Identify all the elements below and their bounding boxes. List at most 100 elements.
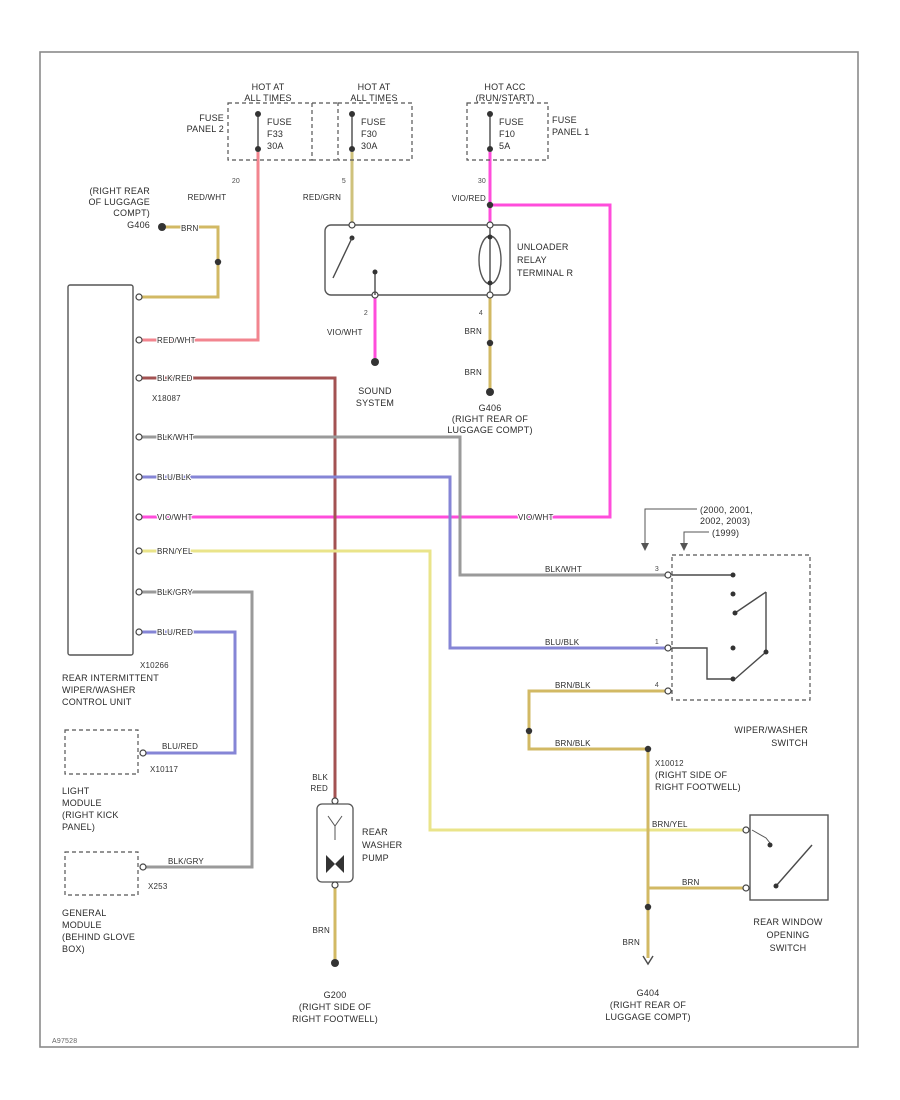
wire-label-blk-wht-mid: BLK/WHT	[545, 565, 582, 574]
relay-ground-name: G406	[479, 403, 502, 413]
fuse1-side1: FUSE	[199, 113, 224, 123]
unit-connector-x18087: X18087	[152, 394, 181, 403]
unit-wire5-label: BLU/BLK	[157, 473, 192, 482]
fuse-box-1: HOT AT ALL TIMES FUSE PANEL 2 FUSE F33 3…	[186, 82, 338, 203]
relay-ground-loc1: (RIGHT REAR OF	[452, 414, 528, 424]
sound-system: SOUND SYSTEM	[356, 386, 394, 408]
fuse1-hot2: ALL TIMES	[244, 93, 291, 103]
unit-wire3-label: BLK/RED	[157, 374, 193, 383]
wire-label-blu-red-mid: BLU/RED	[162, 742, 198, 751]
unit-label-line2: WIPER/WASHER	[62, 685, 136, 695]
pump-ground-name: G200	[324, 990, 347, 1000]
unit-wire6-label: VIO/WHT	[157, 513, 193, 522]
ground-tl-name: G406	[127, 220, 150, 230]
rear-ground-loc1: (RIGHT REAR OF	[610, 1000, 686, 1010]
general-module-line1: GENERAL	[62, 908, 106, 918]
fuse2-amps: 30A	[361, 141, 378, 151]
relay-label-line2: RELAY	[517, 255, 547, 265]
wire-blk-gry	[142, 590, 254, 869]
unit-label-line3: CONTROL UNIT	[62, 697, 132, 707]
general-module-line4: BOX)	[62, 944, 85, 954]
light-module-line2: MODULE	[62, 798, 102, 808]
fuse2-wire-label: RED/GRN	[303, 193, 341, 202]
sound-label-line1: SOUND	[358, 386, 392, 396]
unit-connector-x10266: X10266	[140, 661, 169, 670]
relay-coil-wire-label: VIO/WHT	[327, 328, 363, 337]
unit-wire7-label: BRN/YEL	[157, 547, 193, 556]
fuse1-number: F33	[267, 129, 283, 139]
ground-tl-line2: OF LUGGAGE	[88, 197, 150, 207]
junction-dots	[158, 201, 652, 967]
wire-blu-blk	[142, 475, 665, 650]
pump-label-line3: PUMP	[362, 853, 389, 863]
wire-label-blk-gry-mid: BLK/GRY	[168, 857, 204, 866]
unit-wire8-label: BLK/GRY	[157, 588, 193, 597]
wire-brn-yel	[142, 549, 743, 832]
fuse1-hot1: HOT AT	[252, 82, 285, 92]
wire-label-brn-gnd: BRN	[623, 938, 641, 947]
wire-label-vio-wht-mid: VIO/WHT	[518, 513, 554, 522]
fuse2-hot2: ALL TIMES	[350, 93, 397, 103]
sound-label-line2: SYSTEM	[356, 398, 394, 408]
pump-label-line2: WASHER	[362, 840, 403, 850]
general-module-line3: (BEHIND GLOVE	[62, 932, 135, 942]
pump-wire-label-red: RED	[311, 784, 329, 793]
unit-wire4-label: BLK/WHT	[157, 433, 194, 442]
fuse2-name: FUSE	[361, 117, 386, 127]
relay-gnd-wire-label-2: BRN	[465, 368, 483, 377]
wire-brn-blk-switch	[527, 689, 665, 751]
pump-wire-label-blk: BLK	[312, 773, 328, 782]
unit-wire2-label: RED/WHT	[157, 336, 196, 345]
wiper-switch-loc1: (RIGHT SIDE OF	[655, 770, 727, 780]
switch-years-line1: (2000, 2001,	[700, 505, 753, 515]
mid-wire-labels: BLK/WHT BLU/BLK VIO/WHT BRN/YEL BLK/GRY …	[161, 512, 689, 868]
unit-label-line1: REAR INTERMITTENT	[62, 673, 159, 683]
pump-gnd-wire-label: BRN	[313, 926, 331, 935]
fuse-box-2: HOT AT ALL TIMES FUSE F30 30A 5 RED/GRN	[302, 82, 413, 203]
relay-gnd-wire-label-1: BRN	[465, 327, 483, 336]
switch-pin3-number: 3	[655, 566, 659, 573]
fuse3-wire-label: VIO/RED	[452, 194, 486, 203]
wire-blu-red	[142, 630, 237, 755]
rear-switch-label-line2: OPENING	[767, 930, 810, 940]
wire-blk-red	[142, 376, 337, 798]
fuse2-number: F30	[361, 129, 377, 139]
fuse3-number: F10	[499, 129, 515, 139]
relay-pin4-number: 4	[479, 310, 483, 317]
general-module: X253 GENERAL MODULE (BEHIND GLOVE BOX)	[62, 851, 168, 954]
fuse1-wire-label: RED/WHT	[188, 193, 227, 202]
relay-pin2-number: 2	[364, 310, 368, 317]
light-module-line3: (RIGHT KICK	[62, 810, 119, 820]
wire-vio-wht-long	[142, 203, 612, 519]
general-module-connector: X253	[148, 882, 168, 891]
wiper-switch-loc2: RIGHT FOOTWELL)	[655, 782, 741, 792]
wiper-switch-label-line1: WIPER/WASHER	[734, 725, 808, 735]
wiper-washer-switch: (2000, 2001, 2002, 2003) (1999) 3 1 4 WI…	[554, 505, 811, 792]
rear-switch-label-line1: REAR WINDOW	[753, 917, 823, 927]
ground-tl-line1: (RIGHT REAR	[89, 186, 150, 196]
fuse3-side2: PANEL 1	[552, 127, 589, 137]
wire-blk-wht	[142, 435, 665, 577]
pump-label-line1: REAR	[362, 827, 388, 837]
switch-pin1-number: 1	[655, 639, 659, 646]
wire-label-brn: BRN	[181, 224, 199, 233]
fuse3-hot2: (RUN/START)	[476, 93, 535, 103]
unloader-relay: UNLOADER RELAY TERMINAL R 2 4 VIO/WHT BR…	[324, 221, 573, 435]
fuse3-amps: 5A	[499, 141, 510, 151]
fuse3-hot1: HOT ACC	[484, 82, 526, 92]
wires	[142, 152, 743, 960]
rear-ground-name: G404	[637, 988, 660, 998]
pump-ground-loc1: (RIGHT SIDE OF	[299, 1002, 371, 1012]
ground-tl-line3: COMPT)	[113, 208, 150, 218]
relay-ground-loc2: LUGGAGE COMPT)	[447, 425, 532, 435]
fuse1-gauge: 20	[232, 178, 240, 185]
wire-label-brn-rear: BRN	[682, 878, 700, 887]
relay-label-line1: UNLOADER	[517, 242, 569, 252]
relay-label-line3: TERMINAL R	[517, 268, 573, 278]
light-module: X10117 LIGHT MODULE (RIGHT KICK PANEL)	[62, 729, 178, 832]
fuse3-side1: FUSE	[552, 115, 577, 125]
rear-switch-label-line3: SWITCH	[770, 943, 807, 953]
fuse3-gauge: 30	[478, 178, 486, 185]
